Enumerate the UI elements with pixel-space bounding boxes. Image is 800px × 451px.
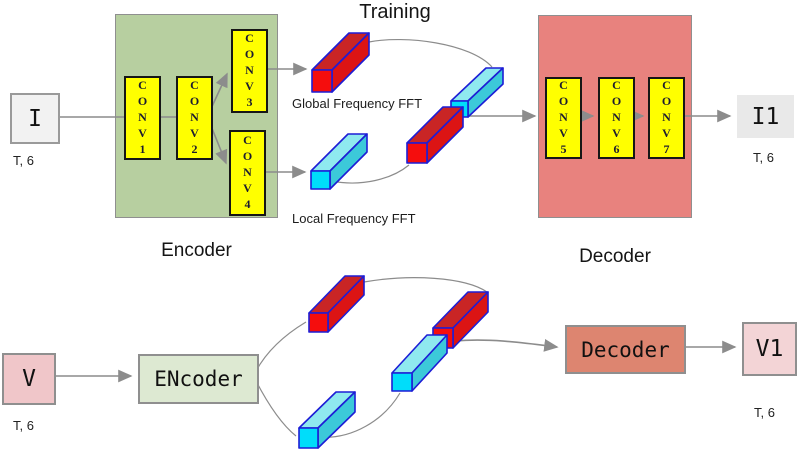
conv1-block: CONV1: [124, 76, 161, 160]
output-i1-box: I1: [737, 95, 794, 138]
global-frequency-red-bar: [311, 32, 370, 93]
conv3-label: CONV3: [242, 31, 257, 111]
input-i-label: I: [28, 105, 42, 132]
video-encoder-label: ENcoder: [154, 367, 243, 391]
video-red-bar: [308, 275, 365, 333]
curve-global-bar-to-fused: [368, 38, 493, 68]
output-v1-dims: T, 6: [754, 405, 775, 420]
conv4-block: CONV4: [229, 130, 266, 216]
conv4-label: CONV4: [240, 133, 255, 213]
conv2-block: CONV2: [176, 76, 213, 160]
global-frequency-fft-label: Global Frequency FFT: [292, 96, 423, 111]
cyan-bar-front-face: [298, 427, 319, 449]
input-i-box: I: [10, 93, 60, 144]
curve-encoder-split-top: [255, 321, 307, 372]
output-v1-label: V1: [755, 336, 784, 362]
video-encoder-box: ENcoder: [138, 354, 259, 404]
fused-red-bar-top: [406, 106, 464, 164]
conv7-block: CONV7: [648, 77, 685, 159]
cyan-bar-front-face: [391, 372, 413, 392]
curve-encoder-split-bottom: [255, 380, 297, 437]
curve-local-bar-to-fused: [330, 164, 410, 184]
conv3-block: CONV3: [231, 29, 268, 113]
conv5-label: CONV5: [556, 78, 571, 158]
conv2-label: CONV2: [187, 78, 202, 158]
conv6-block: CONV6: [598, 77, 635, 159]
conv5-block: CONV5: [545, 77, 582, 159]
fused-red-bar-bottom: [432, 291, 489, 349]
local-frequency-fft-label: Local Frequency FFT: [292, 211, 416, 226]
red-bar-front-face: [308, 312, 329, 333]
curve-red-bar-to-fused-bottom: [363, 277, 488, 293]
output-i1-label: I1: [751, 103, 780, 130]
training-title: Training: [359, 1, 431, 23]
video-decoder-label: Decoder: [581, 337, 670, 362]
decoder-section-label: Decoder: [579, 246, 651, 267]
conv7-label: CONV7: [659, 78, 674, 158]
video-cyan-bar: [298, 391, 356, 449]
encoder-section-label: Encoder: [161, 240, 232, 261]
input-v-dims: T, 6: [13, 418, 34, 433]
cyan-bar-front-face: [310, 170, 331, 190]
red-bar-front-face: [311, 69, 333, 93]
local-frequency-cyan-bar: [310, 133, 368, 190]
conv6-label: CONV6: [609, 78, 624, 158]
red-bar-front-face: [406, 142, 428, 164]
input-v-label: V: [22, 366, 36, 392]
input-i-dims: T, 6: [13, 153, 34, 168]
video-decoder-box: Decoder: [565, 325, 686, 374]
input-v-box: V: [2, 353, 56, 405]
output-i1-dims: T, 6: [753, 150, 774, 165]
fused-cyan-bar-bottom: [391, 334, 448, 392]
arrow-fused-to-decoder-bottom: [454, 339, 559, 352]
output-v1-box: V1: [742, 322, 797, 376]
conv1-label: CONV1: [135, 78, 150, 158]
